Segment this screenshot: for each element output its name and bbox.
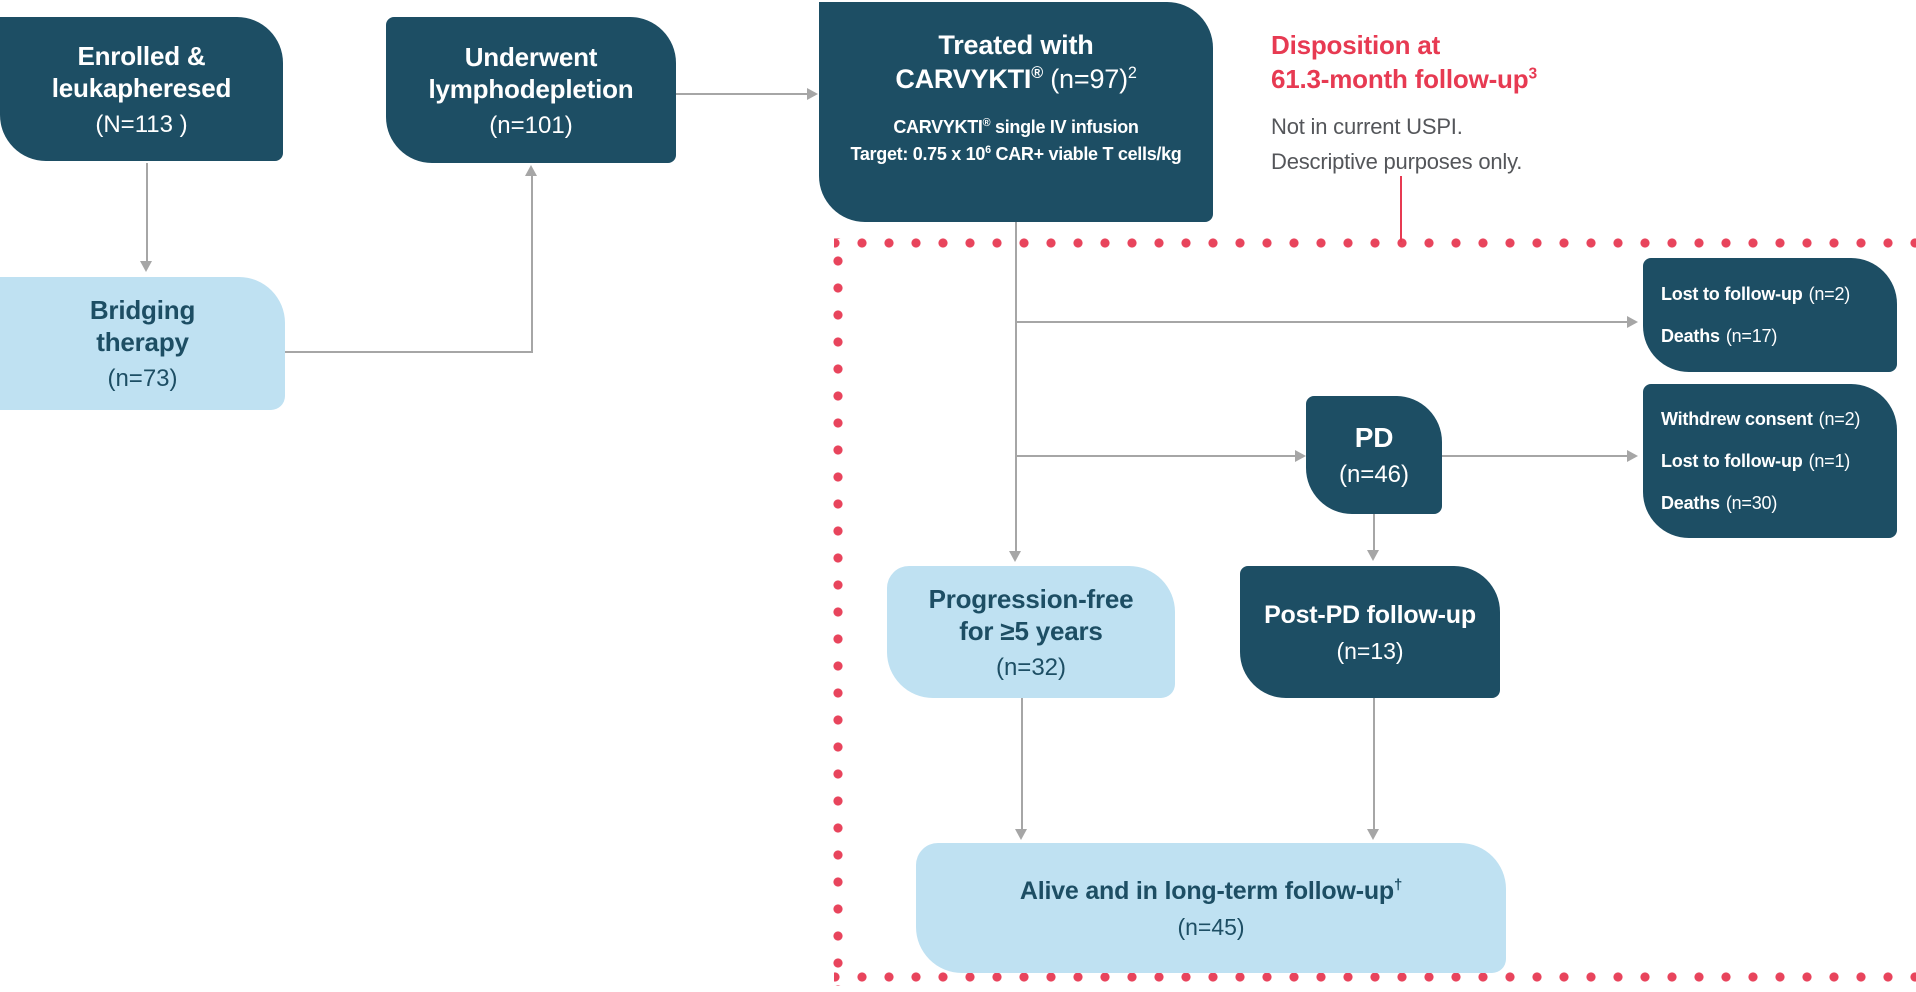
registered-mark: ® <box>982 117 991 129</box>
pd-title: PD <box>1354 421 1394 453</box>
row-label: Withdrew consent <box>1661 409 1813 429</box>
dagger-mark: † <box>1394 876 1403 894</box>
arrowhead-down-icon <box>1367 829 1379 840</box>
disposition-heading: Disposition at 61.3-month follow-up3 <box>1271 28 1871 96</box>
disposition-heading-line2: 61.3-month follow-up3 <box>1271 62 1871 96</box>
list-item: Deaths(n=17) <box>1661 315 1777 357</box>
node-progression-free: Progression-free for ≥5 years (n=32) <box>887 566 1175 698</box>
disposition-heading-line1: Disposition at <box>1271 30 1441 60</box>
arrow-postpd-to-alive <box>1373 698 1375 830</box>
arrow-pd-to-withdrew <box>1442 455 1628 457</box>
node-bridging: Bridging therapy (n=73) <box>0 277 285 410</box>
dotted-border-bottom <box>834 972 1916 982</box>
disposition-note: Not in current USPI. Descriptive purpose… <box>1271 109 1871 179</box>
arrowhead-down-icon <box>1009 551 1021 562</box>
alive-title-text: Alive and in long-term follow-up <box>1019 877 1394 905</box>
list-item: Lost to follow-up(n=2) <box>1661 273 1850 315</box>
treated-title-line2: CARVYKTI® (n=97)2 <box>895 62 1137 96</box>
connector-bridging-horizontal <box>285 351 532 353</box>
treated-sub-line2: Target: 0.75 x 106 CAR+ viable T cells/k… <box>850 141 1181 168</box>
target-dose-pre: Target: 0.75 x 10 <box>850 144 986 164</box>
row-label: Deaths <box>1661 326 1720 346</box>
treated-title-line1: Treated with <box>938 30 1094 60</box>
underwent-title: Underwent lymphodepletion <box>428 41 633 105</box>
progression-free-title: Progression-free for ≥5 years <box>929 583 1134 647</box>
exponent-sup: 6 <box>985 144 991 156</box>
disposition-heading-line2-text: 61.3-month follow-up <box>1271 64 1529 94</box>
treated-n: (n=97) <box>1042 64 1128 94</box>
arrow-progression-free-to-alive <box>1021 698 1023 830</box>
arrowhead-right-icon <box>1627 450 1638 462</box>
arrowhead-up-icon <box>525 165 537 176</box>
row-value: (n=2) <box>1818 409 1861 429</box>
treated-sub-line1-rest: single IV infusion <box>990 117 1139 137</box>
treated-title: Treated with CARVYKTI® (n=97)2 <box>895 28 1137 96</box>
enrolled-title: Enrolled & leukapheresed <box>52 40 232 104</box>
progression-free-line1: Progression-free <box>928 583 1134 614</box>
node-alive: Alive and in long-term follow-up† (n=45) <box>916 843 1506 973</box>
arrowhead-right-icon <box>807 88 818 100</box>
node-lost-deaths: Lost to follow-up(n=2) Deaths(n=17) <box>1643 258 1897 372</box>
node-withdrew: Withdrew consent(n=2) Lost to follow-up(… <box>1643 384 1897 538</box>
dotted-border-left <box>833 238 843 986</box>
node-pd: PD (n=46) <box>1306 396 1442 514</box>
disposition-note-line2: Descriptive purposes only. <box>1271 149 1523 174</box>
bridging-title-line2: therapy <box>96 327 189 357</box>
row-label: Lost to follow-up <box>1661 284 1803 304</box>
row-value: (n=30) <box>1725 493 1778 513</box>
annotation-pointer-line <box>1400 176 1402 242</box>
arrow-enrolled-to-bridging <box>146 163 148 263</box>
target-dose-post: CAR+ viable T cells/kg <box>990 144 1182 164</box>
bridging-title: Bridging therapy <box>90 294 195 358</box>
progression-free-n: (n=32) <box>995 653 1067 681</box>
arrow-underwent-to-treated <box>676 93 808 95</box>
arrow-to-lost-deaths <box>1016 321 1628 323</box>
bridging-n: (n=73) <box>107 365 178 392</box>
post-pd-n: (n=13) <box>1336 638 1404 664</box>
arrowhead-right-icon <box>1295 450 1306 462</box>
registered-mark: ® <box>1031 64 1043 82</box>
enrolled-title-line1: Enrolled & <box>77 40 206 71</box>
footnote-sup: 3 <box>1528 65 1537 83</box>
row-value: (n=1) <box>1808 451 1851 471</box>
list-item: Deaths(n=30) <box>1661 482 1777 524</box>
alive-n: (n=45) <box>1177 914 1245 940</box>
progression-free-line2: for ≥5 years <box>959 615 1103 646</box>
arrowhead-down-icon <box>1367 550 1379 561</box>
treated-sub-line1: CARVYKTI® single IV infusion <box>850 114 1181 141</box>
treated-subtext: CARVYKTI® single IV infusion Target: 0.7… <box>850 114 1181 168</box>
dotted-border-top <box>834 238 1916 248</box>
brand-name: CARVYKTI <box>895 64 1032 94</box>
underwent-n: (n=101) <box>489 111 573 139</box>
bridging-title-line1: Bridging <box>89 295 196 325</box>
arrow-treated-to-progression-free <box>1015 222 1017 552</box>
row-value: (n=2) <box>1808 284 1851 304</box>
underwent-title-line1: Underwent <box>464 41 598 72</box>
list-item: Lost to follow-up(n=1) <box>1661 440 1850 482</box>
node-post-pd: Post-PD follow-up (n=13) <box>1240 566 1500 698</box>
arrow-to-pd <box>1016 455 1296 457</box>
arrow-bridging-to-underwent <box>531 175 533 353</box>
enrolled-n: (N=113 ) <box>95 110 188 138</box>
arrow-pd-to-postpd <box>1373 514 1375 551</box>
disposition-note-line1: Not in current USPI. <box>1271 114 1463 139</box>
node-underwent: Underwent lymphodepletion (n=101) <box>386 17 676 163</box>
arrowhead-down-icon <box>140 261 152 272</box>
alive-title: Alive and in long-term follow-up† <box>1019 875 1403 907</box>
footnote-sup: 2 <box>1127 64 1137 82</box>
arrowhead-right-icon <box>1627 316 1638 328</box>
row-value: (n=17) <box>1725 326 1778 346</box>
enrolled-title-line2: leukapheresed <box>51 72 232 103</box>
underwent-title-line2: lymphodepletion <box>428 73 634 104</box>
row-label: Lost to follow-up <box>1661 451 1803 471</box>
disposition-annotation: Disposition at 61.3-month follow-up3 Not… <box>1271 28 1871 179</box>
node-treated: Treated with CARVYKTI® (n=97)2 CARVYKTI®… <box>819 2 1213 222</box>
brand-name: CARVYKTI <box>893 117 983 137</box>
node-enrolled: Enrolled & leukapheresed (N=113 ) <box>0 17 283 161</box>
list-item: Withdrew consent(n=2) <box>1661 398 1860 440</box>
pd-n: (n=46) <box>1338 460 1410 488</box>
post-pd-title: Post-PD follow-up <box>1264 601 1476 629</box>
arrowhead-down-icon <box>1015 829 1027 840</box>
row-label: Deaths <box>1661 493 1720 513</box>
